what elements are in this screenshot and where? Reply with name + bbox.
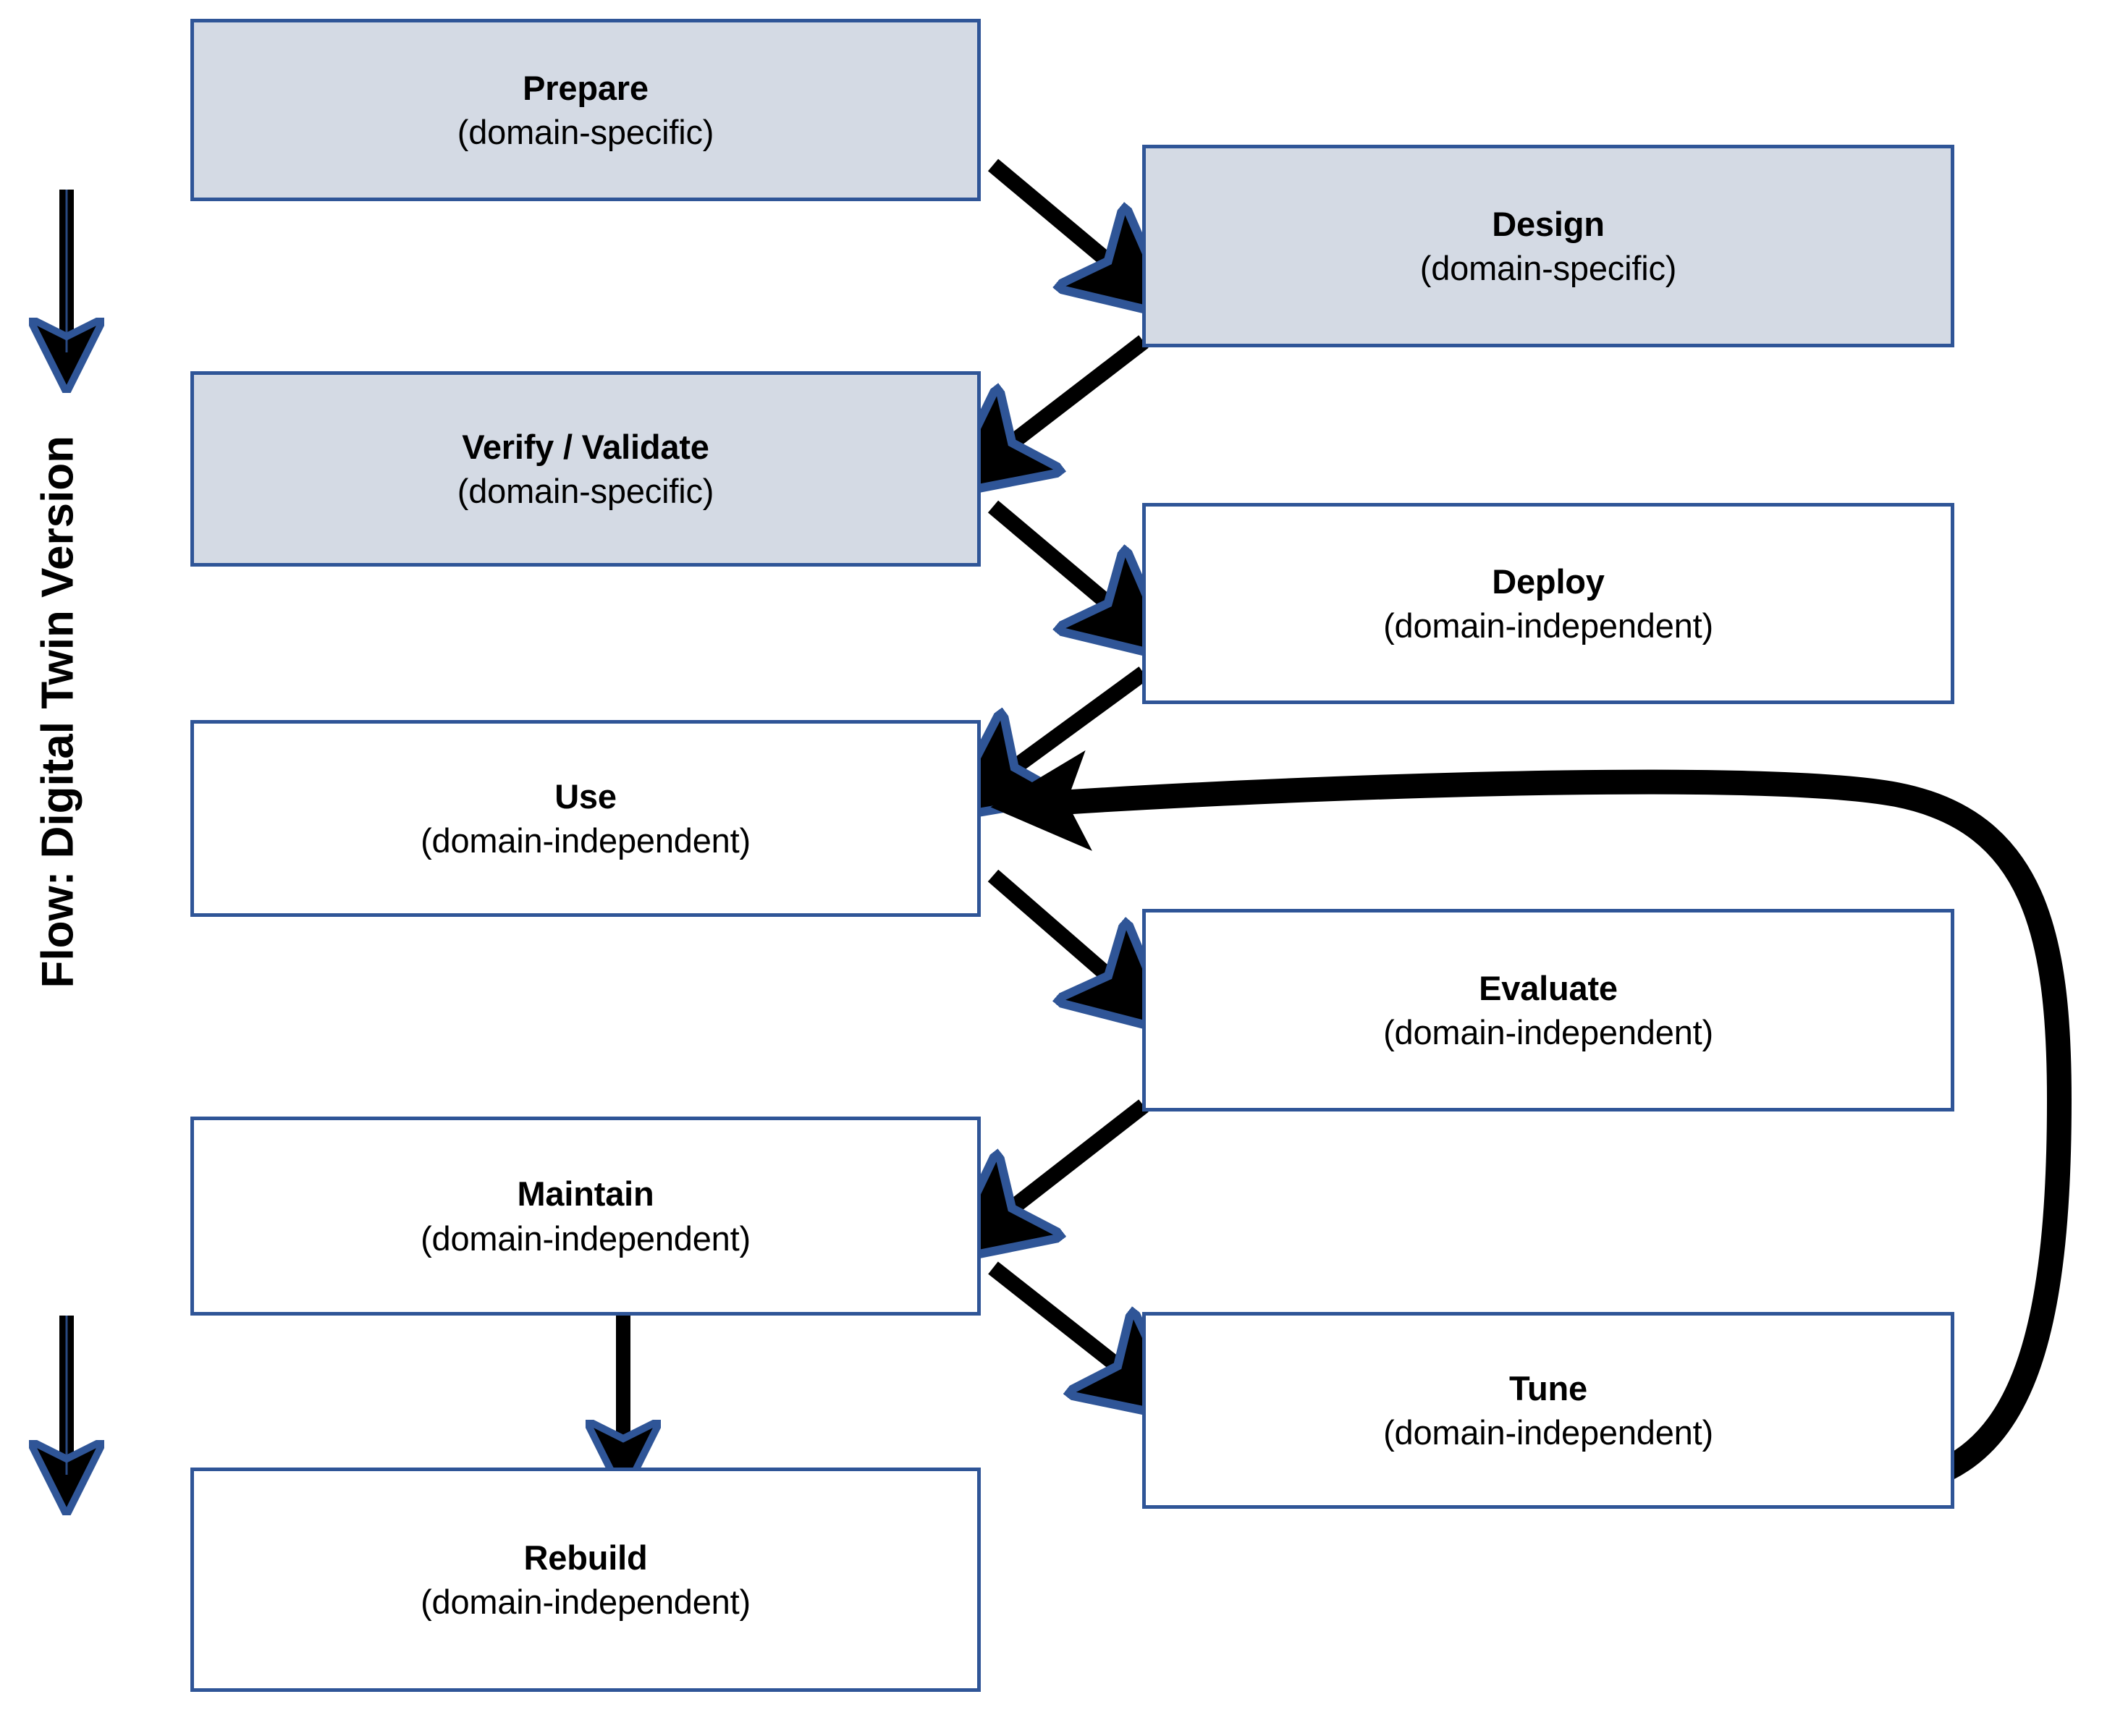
node-prepare-subtitle: (domain-specific) xyxy=(457,113,714,151)
edge-design-to-verify xyxy=(993,335,1149,457)
flow-axis-label: Flow: Digital Twin Version xyxy=(33,435,83,988)
node-maintain[interactable]: Maintain (domain-independent) xyxy=(190,1117,981,1316)
edge-maintain-to-tune xyxy=(988,1261,1136,1381)
node-evaluate-subtitle: (domain-independent) xyxy=(1383,1013,1713,1051)
node-verify-validate[interactable]: Verify / Validate (domain-specific) xyxy=(190,371,981,567)
edge-prepare-to-design xyxy=(987,158,1126,276)
node-use-title: Use xyxy=(554,776,617,816)
edge-evaluate-to-maintain xyxy=(993,1099,1149,1223)
edge-verify-to-deploy xyxy=(987,500,1126,619)
node-evaluate[interactable]: Evaluate (domain-independent) xyxy=(1142,909,1954,1112)
node-tune[interactable]: Tune (domain-independent) xyxy=(1142,1312,1954,1509)
node-design-subtitle: (domain-specific) xyxy=(1419,249,1677,287)
node-verify-validate-subtitle: (domain-specific) xyxy=(457,472,714,510)
node-tune-title: Tune xyxy=(1509,1368,1587,1407)
node-design-title: Design xyxy=(1492,204,1605,243)
node-maintain-title: Maintain xyxy=(517,1174,654,1214)
node-deploy[interactable]: Deploy (domain-independent) xyxy=(1142,503,1954,704)
node-use[interactable]: Use (domain-independent) xyxy=(190,720,981,917)
node-deploy-title: Deploy xyxy=(1492,562,1605,601)
node-tune-subtitle: (domain-independent) xyxy=(1383,1413,1713,1452)
node-rebuild-subtitle: (domain-independent) xyxy=(421,1583,751,1621)
node-deploy-subtitle: (domain-independent) xyxy=(1383,606,1713,645)
node-rebuild[interactable]: Rebuild (domain-independent) xyxy=(190,1468,981,1692)
node-use-subtitle: (domain-independent) xyxy=(421,821,751,860)
node-rebuild-title: Rebuild xyxy=(523,1538,648,1577)
node-evaluate-title: Evaluate xyxy=(1479,968,1618,1007)
node-maintain-subtitle: (domain-independent) xyxy=(421,1219,751,1258)
node-verify-validate-title: Verify / Validate xyxy=(462,427,709,466)
node-design[interactable]: Design (domain-specific) xyxy=(1142,145,1954,347)
edge-deploy-to-use xyxy=(995,666,1149,782)
node-prepare-title: Prepare xyxy=(523,68,649,107)
node-prepare[interactable]: Prepare (domain-specific) xyxy=(190,19,981,201)
edge-use-to-evaluate xyxy=(987,869,1126,991)
